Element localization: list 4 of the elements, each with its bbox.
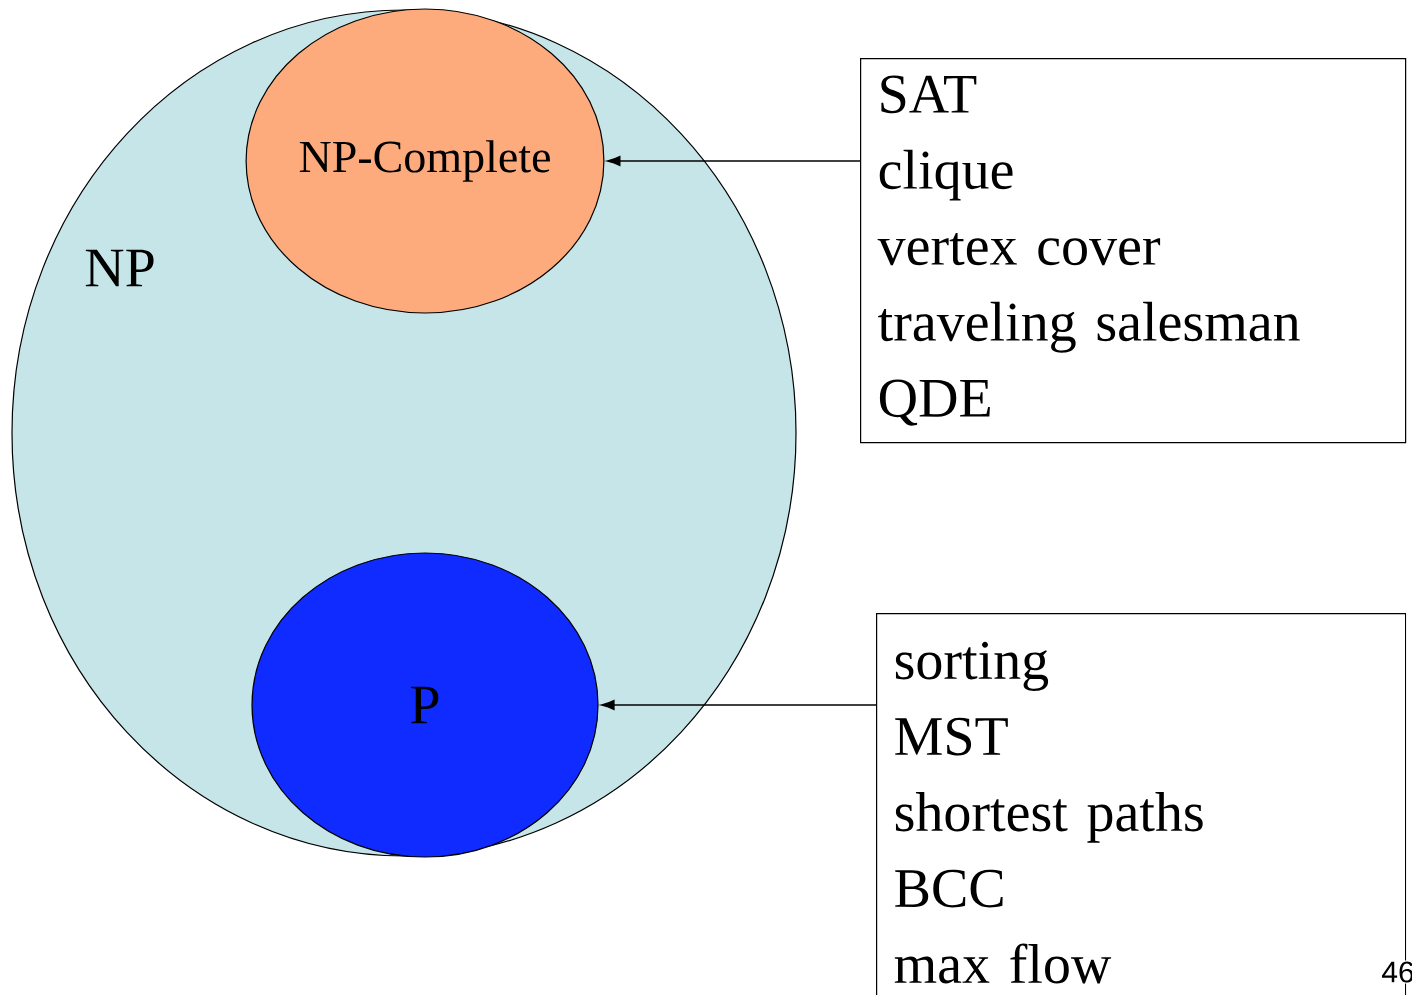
list-box: SAT clique vertex cover traveling salesman QDE	[860, 58, 1407, 444]
set-label: NP	[85, 249, 154, 287]
arrow	[601, 700, 877, 710]
arrow	[607, 156, 861, 166]
